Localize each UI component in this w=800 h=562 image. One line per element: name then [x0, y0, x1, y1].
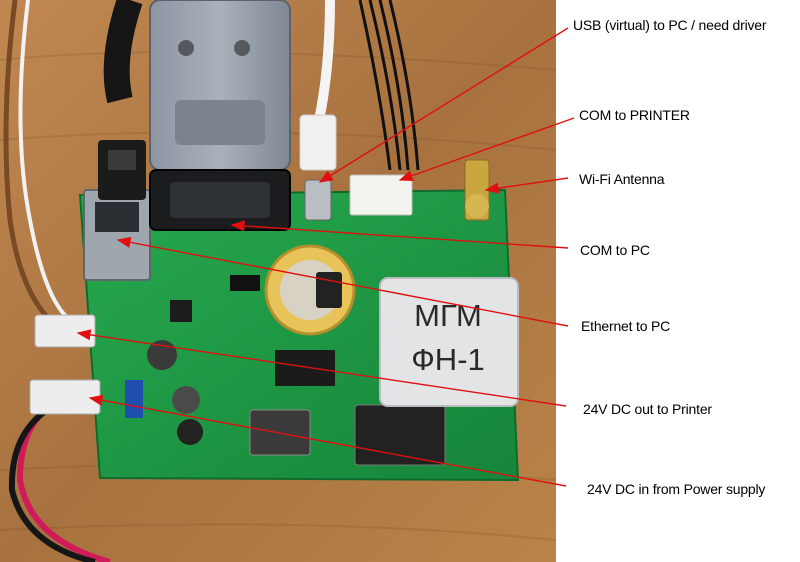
arrow-dc-in: [88, 394, 567, 487]
arrow-dc-out: [76, 329, 567, 407]
power-cable-black: [8, 402, 96, 562]
usb-cable: [313, 0, 335, 127]
arrow-com-pc: [230, 220, 569, 249]
com-wires: [358, 0, 420, 171]
module-line2: ФН-1: [411, 342, 485, 377]
ethernet-cable: [103, 0, 143, 104]
capacitor: [147, 340, 177, 370]
com-printer-header: [349, 174, 413, 216]
module-label: МГМ ФН-1: [392, 294, 504, 382]
white-wire: [18, 0, 72, 322]
arrow-ethernet: [116, 236, 569, 327]
ic-chip: [275, 350, 335, 386]
arrow-wifi: [484, 177, 569, 194]
brown-wire: [3, 0, 52, 322]
arrow-usb: [318, 27, 569, 183]
module-line1: МГМ: [414, 298, 482, 333]
arrow-com-printer: [398, 117, 575, 182]
usb-port: [304, 179, 332, 221]
